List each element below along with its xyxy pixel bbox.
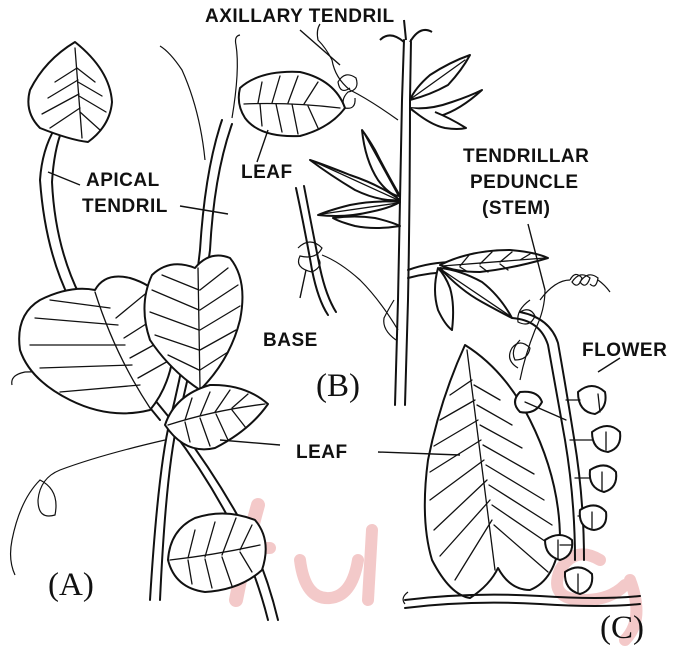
label-leaf-top: LEAF — [241, 162, 293, 183]
panel-a-drawing — [11, 35, 345, 620]
label-axillary-tendril: AXILLARY TENDRIL — [205, 6, 395, 27]
label-base: BASE — [263, 330, 318, 351]
leaf-a-top — [28, 42, 112, 142]
label-leaf-center: LEAF — [296, 442, 348, 463]
pointer-axillary-tendril — [300, 30, 340, 65]
leaf-a-center — [165, 385, 268, 449]
label-stem: (STEM) — [482, 198, 550, 219]
leaf-c-large — [425, 345, 560, 598]
pointer-base — [300, 270, 306, 298]
pointer-leaf-center-left — [220, 440, 280, 445]
label-tendrillar: TENDRILLAR — [463, 146, 589, 167]
pointer-leaf-top — [257, 130, 268, 162]
panel-b-drawing — [296, 20, 482, 405]
panel-c-drawing — [403, 250, 640, 608]
label-tendril: TENDRIL — [82, 196, 168, 217]
leaf-a-bottom — [168, 513, 266, 592]
label-peduncle: PEDUNCLE — [470, 172, 579, 193]
label-flower: FLOWER — [582, 340, 667, 361]
panel-label-a: (A) — [48, 567, 94, 603]
label-apical: APICAL — [86, 170, 160, 191]
panel-label-c: (C) — [600, 610, 644, 646]
panel-label-b: (B) — [316, 368, 360, 404]
